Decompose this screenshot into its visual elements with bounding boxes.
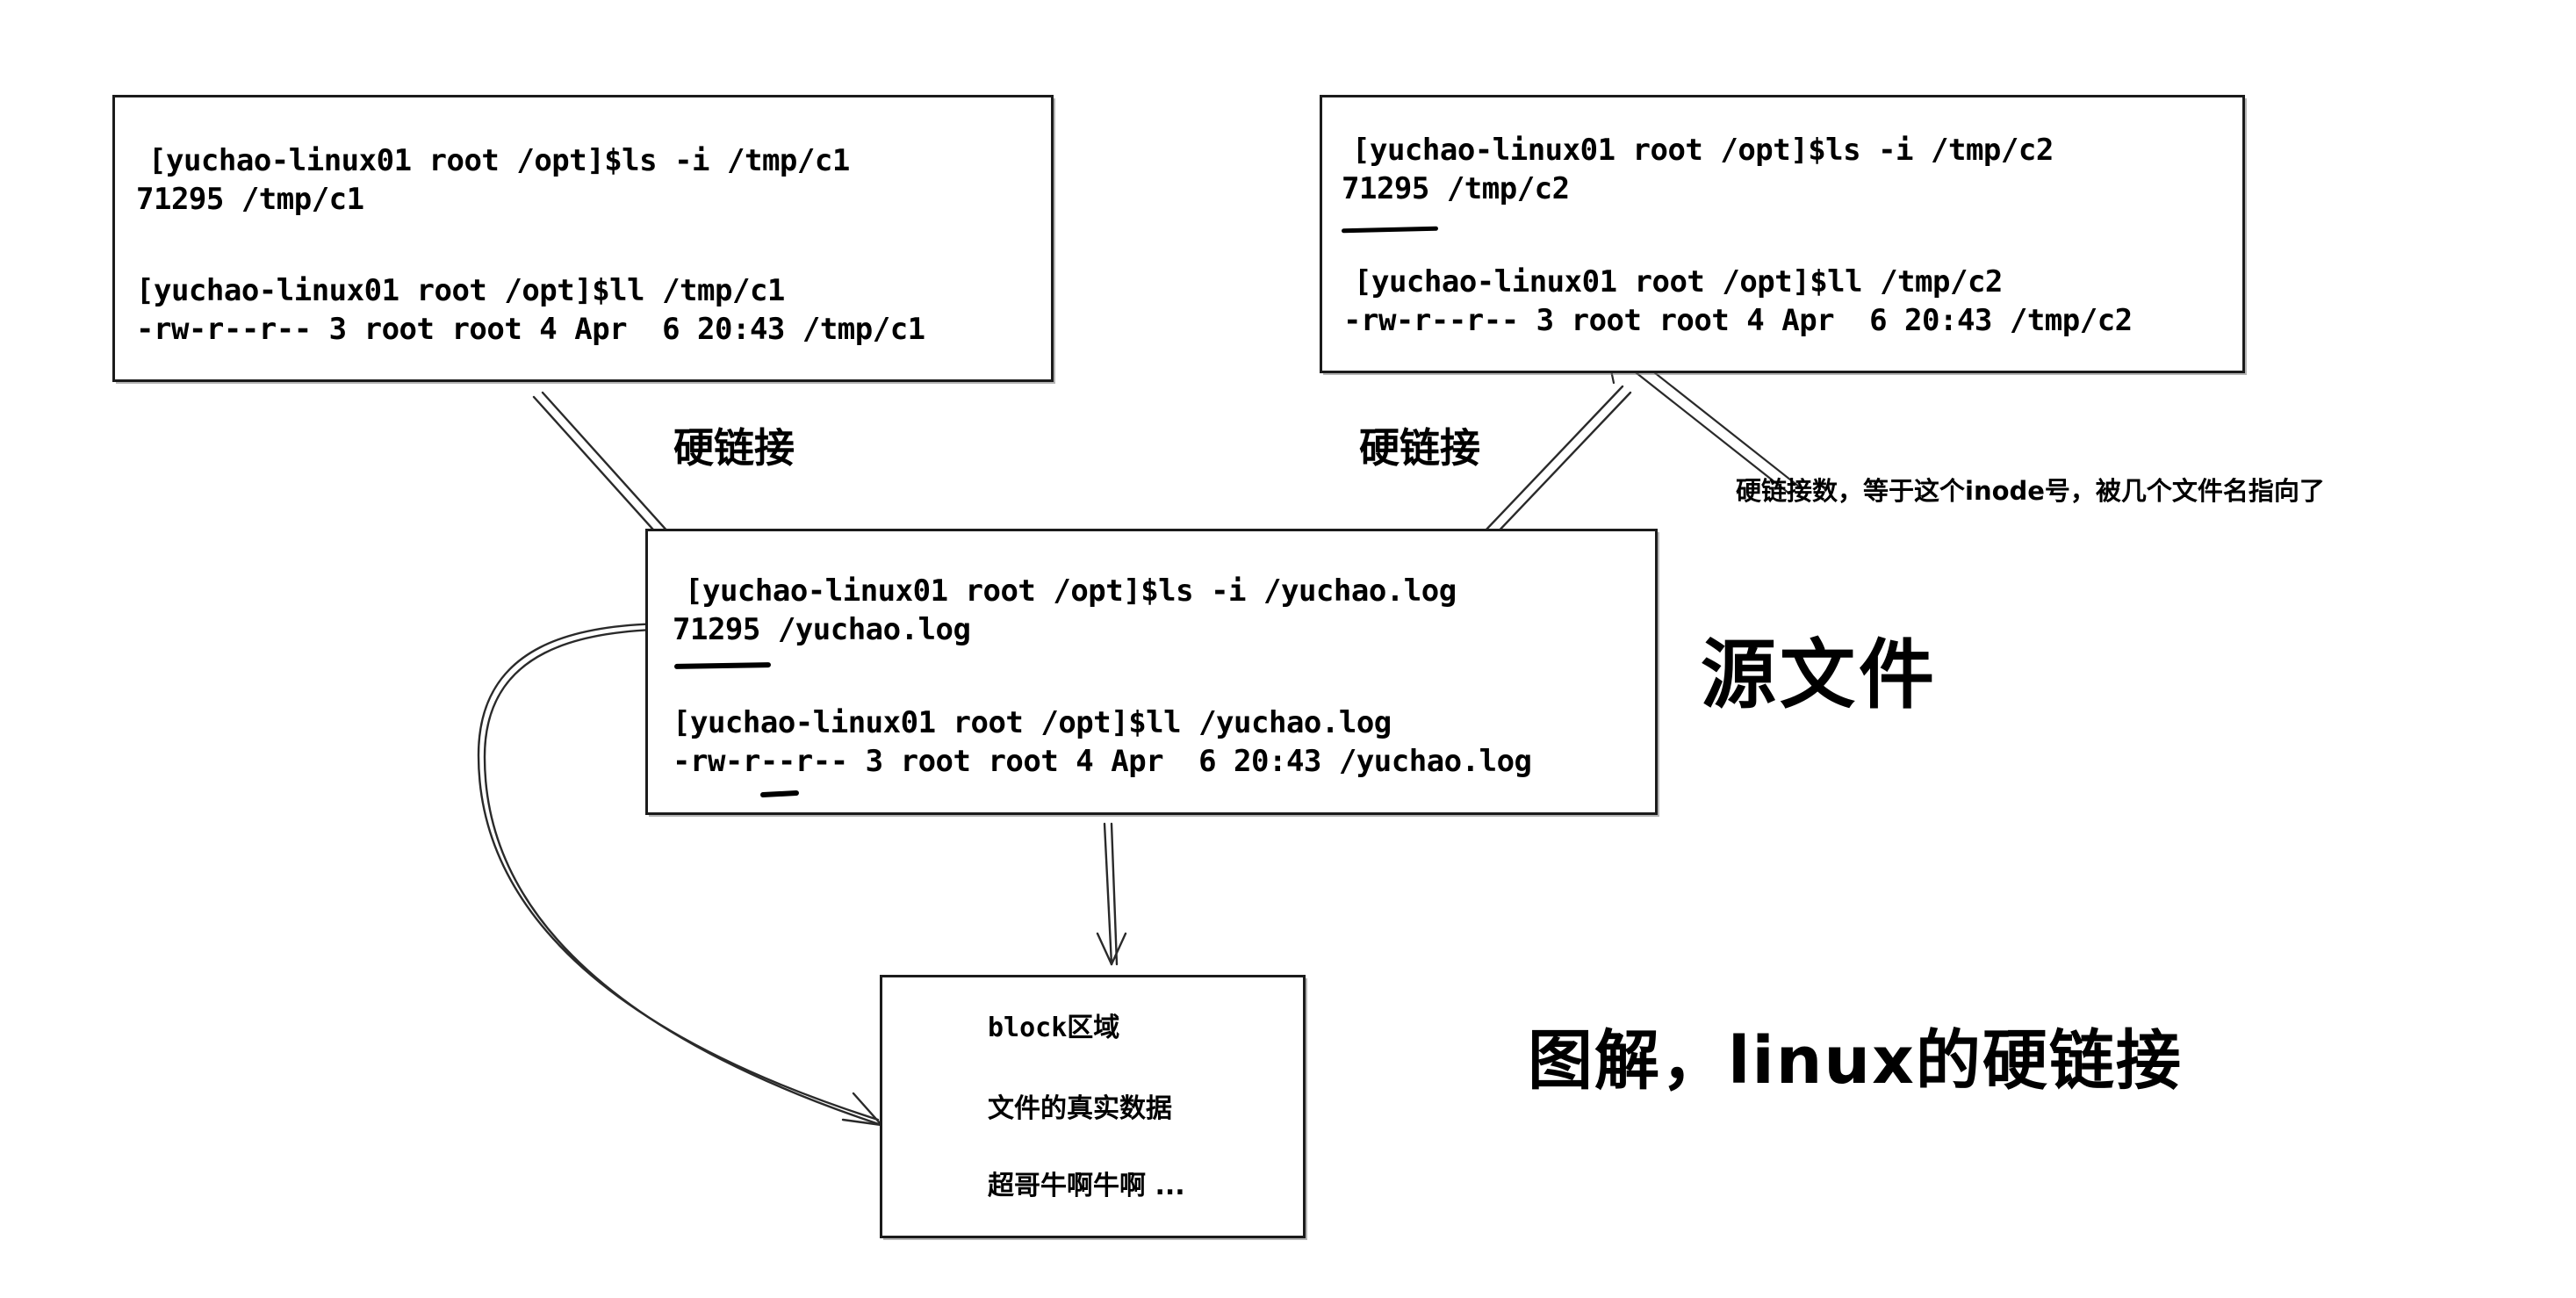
block-area-box: block区域 文件的真实数据 超哥牛啊牛啊 ... <box>880 975 1306 1238</box>
c1-line-5: -rw-r--r-- 3 root root 4 Apr 6 20:43 /tm… <box>136 312 925 347</box>
c1-line-1: [yuchao-linux01 root /opt]$ls -i /tmp/c1 <box>148 143 850 178</box>
hardlink-label-left: 硬链接 <box>673 424 795 472</box>
tmp-c1-box: [yuchao-linux01 root /opt]$ls -i /tmp/c1… <box>112 95 1054 382</box>
c2-line-1: [yuchao-linux01 root /opt]$ls -i /tmp/c2 <box>1352 133 2054 168</box>
c2-line-2: 71295 /tmp/c2 <box>1342 171 1570 206</box>
source-file-label: 源文件 <box>1701 631 1938 719</box>
block-line-2: 文件的真实数据 <box>988 1093 1172 1124</box>
src-line-1: [yuchao-linux01 root /opt]$ls -i /yuchao… <box>685 573 1457 609</box>
src-line-2: 71295 /yuchao.log <box>673 612 971 647</box>
src-inode-underline <box>673 662 772 669</box>
c2-line-4: [yuchao-linux01 root /opt]$ll /tmp/c2 <box>1354 264 2003 299</box>
c1-line-4: [yuchao-linux01 root /opt]$ll /tmp/c1 <box>136 273 785 308</box>
inode-annotation: 硬链接数，等于这个inode号，被几个文件名指向了 <box>1736 476 2325 506</box>
yuchao-log-box: [yuchao-linux01 root /opt]$ls -i /yuchao… <box>645 529 1658 815</box>
c2-line-5: -rw-r--r-- 3 root root 4 Apr 6 20:43 /tm… <box>1343 303 2133 338</box>
c2-inode-underline <box>1341 226 1439 234</box>
src-line-5: -rw-r--r-- 3 root root 4 Apr 6 20:43 /yu… <box>673 744 1532 779</box>
src-linkcount-underline <box>759 790 800 798</box>
diagram-title-note: 图解，linux的硬链接 <box>1528 1023 2183 1099</box>
src-line-4: [yuchao-linux01 root /opt]$ll /yuchao.lo… <box>673 705 1392 740</box>
c1-line-2: 71295 /tmp/c1 <box>136 182 364 217</box>
block-line-1: block区域 <box>988 1013 1120 1043</box>
hardlink-label-right: 硬链接 <box>1359 424 1480 472</box>
tmp-c2-box: [yuchao-linux01 root /opt]$ls -i /tmp/c2… <box>1320 95 2245 373</box>
arrow-source-to-block <box>1096 822 1127 966</box>
block-line-3: 超哥牛啊牛啊 ... <box>988 1171 1185 1201</box>
